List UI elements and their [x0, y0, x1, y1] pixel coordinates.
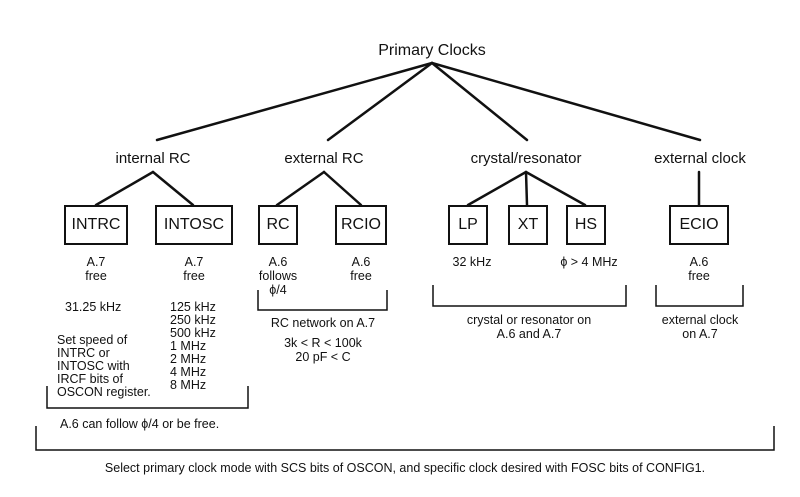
intosc-freq: 500 kHz	[170, 326, 216, 340]
box-ecio: ECIO	[669, 205, 729, 245]
external-rc-note-line3: 20 pF < C	[295, 350, 351, 364]
external-clock-note-line1: external clock	[661, 313, 739, 327]
intosc-freq: 1 MHz	[170, 339, 207, 353]
category-external-clock: external clock	[654, 150, 746, 167]
internal-note: A.6 can follow ϕ/4 or be free.	[60, 417, 220, 431]
intosc-freq: 250 kHz	[170, 313, 216, 327]
note-intosc-a7: A.7	[184, 255, 204, 269]
intosc-frequency-list: 125 kHz 250 kHz 500 kHz 1 MHz 2 MHz 4 MH…	[170, 301, 216, 392]
box-lp: LP	[448, 205, 488, 245]
note-ecio-a6: A.6	[689, 255, 709, 269]
intosc-freq: 2 MHz	[170, 352, 207, 366]
box-xt: XT	[508, 205, 548, 245]
set-speed-line: INTOSC with	[57, 359, 130, 373]
note-rc-phi4: ϕ/4	[269, 283, 287, 297]
box-intosc: INTOSC	[155, 205, 233, 245]
crystal-note-line2: A.6 and A.7	[496, 327, 562, 341]
external-rc-note-line2: 3k < R < 100k	[284, 336, 362, 350]
set-speed-note: Set speed of INTRC or INTOSC with IRCF b…	[57, 334, 151, 399]
box-rcio: RCIO	[335, 205, 387, 245]
category-external-rc: external RC	[284, 150, 364, 167]
category-crystal-resonator: crystal/resonator	[470, 150, 582, 167]
intrc-frequency: 31.25 kHz	[65, 300, 122, 314]
box-hs: HS	[566, 205, 606, 245]
intosc-freq: 4 MHz	[170, 365, 207, 379]
note-rcio-a6: A.6	[351, 255, 371, 269]
set-speed-line: Set speed of	[57, 333, 128, 347]
set-speed-line: IRCF bits of	[57, 372, 123, 386]
note-lp-freq: 32 kHz	[452, 255, 492, 269]
box-rc: RC	[258, 205, 298, 245]
note-ecio-free: free	[688, 269, 710, 283]
note-intrc-a7: A.7	[86, 255, 106, 269]
intosc-freq: 8 MHz	[170, 378, 207, 392]
crystal-note-line1: crystal or resonator on	[466, 313, 592, 327]
intosc-freq: 125 kHz	[170, 300, 216, 314]
set-speed-line: OSCON register.	[57, 385, 151, 399]
box-intrc: INTRC	[64, 205, 128, 245]
category-internal-rc: internal RC	[115, 150, 191, 167]
set-speed-line: INTRC or	[57, 346, 110, 360]
note-intosc-free: free	[183, 269, 205, 283]
external-clock-note-line2: on A.7	[682, 327, 718, 341]
note-rc-follows: follows	[258, 269, 298, 283]
primary-clocks-title: Primary Clocks	[378, 42, 486, 59]
note-intrc-free: free	[85, 269, 107, 283]
note-hs-freq: ϕ > 4 MHz	[560, 255, 618, 269]
external-rc-note-line1: RC network on A.7	[270, 316, 376, 330]
note-rcio-free: free	[350, 269, 372, 283]
footer-note: Select primary clock mode with SCS bits …	[104, 461, 706, 475]
note-rc-a6: A.6	[268, 255, 288, 269]
